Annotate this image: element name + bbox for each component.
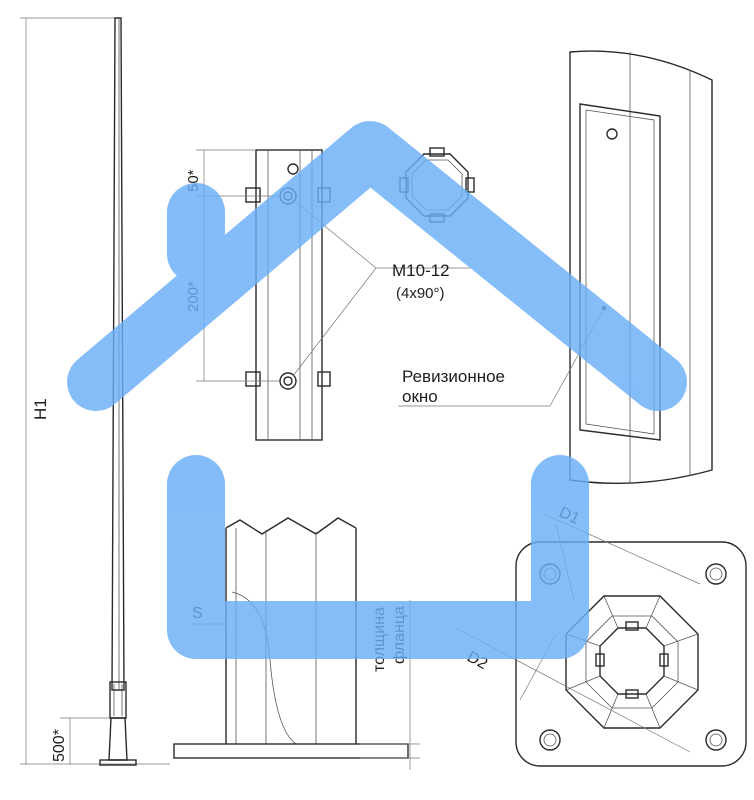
- inspection-window-label-line1: Ревизионное: [402, 367, 505, 386]
- height-label: H1: [31, 398, 50, 420]
- inspection-window-label-line2: окно: [402, 387, 438, 406]
- bolt-spec-label: M10-12: [392, 261, 450, 280]
- bottom-offset-label: 500*: [51, 729, 68, 762]
- bolt-pattern-label: (4x90°): [396, 285, 445, 302]
- house-logo-icon: [67, 121, 687, 659]
